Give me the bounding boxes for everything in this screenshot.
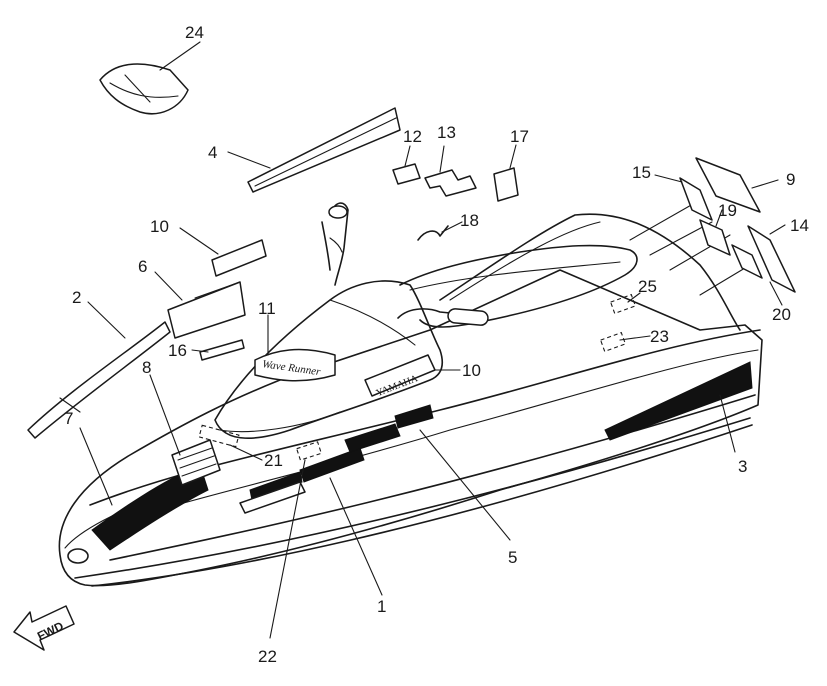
callout-14: 14 (790, 216, 809, 235)
callout-8: 8 (142, 358, 151, 377)
left-handle-grip (328, 205, 348, 219)
callout-9: 9 (786, 170, 795, 189)
callout-5: 5 (508, 548, 517, 567)
decal-7 (91, 464, 209, 551)
callout-13: 13 (437, 123, 456, 142)
hull-decals (91, 361, 753, 551)
callout-21: 21 (264, 451, 283, 470)
callout-4: 4 (208, 143, 217, 162)
callout-24: 23 (650, 327, 669, 346)
decal-3 (604, 361, 753, 441)
callout-18: 18 (460, 211, 479, 230)
callout-3: 3 (738, 457, 747, 476)
right-handle-grip (447, 308, 489, 326)
callout-19: 19 (718, 201, 737, 220)
callout-7: 7 (64, 409, 73, 428)
decal-20 (731, 244, 763, 279)
callout-20: 20 (772, 305, 791, 324)
leader-lines (79, 41, 786, 639)
callout-22: 24 (185, 23, 204, 42)
decal-14 (747, 225, 796, 293)
callout-12: 12 (403, 127, 422, 146)
decal-17 (493, 167, 519, 202)
callout-10-yamaha: 10 (462, 361, 481, 380)
callout-10-top: 10 (150, 217, 169, 236)
callout-2: 2 (72, 288, 81, 307)
callout-16: 16 (168, 341, 187, 360)
decal-2 (27, 321, 171, 439)
decal-11: Wave Runner (254, 348, 336, 382)
part-13 (424, 169, 477, 197)
decal-19 (699, 219, 731, 256)
hull-outline (58, 269, 763, 587)
part-22 (99, 63, 189, 115)
decal-15 (679, 177, 713, 221)
decal-4 (247, 107, 401, 193)
decal-6 (167, 281, 246, 339)
callout-labels: 24 4 10 6 2 11 16 8 7 10 12 13 17 18 15 … (64, 23, 809, 666)
decal-12 (392, 163, 421, 185)
decal-1 (299, 447, 365, 483)
decal-10-top (211, 239, 267, 277)
callout-6: 6 (138, 257, 147, 276)
callout-15: 15 (632, 163, 651, 182)
fwd-direction-arrow: FWD (13, 605, 75, 651)
callout-23: 22 (258, 647, 277, 666)
part-18 (417, 225, 449, 241)
callout-1: 1 (377, 597, 386, 616)
decal-5 (344, 423, 401, 453)
decal-16 (199, 339, 245, 361)
loose-parts: Wave Runner YAMAHA (27, 63, 796, 439)
decal-10-yamaha: YAMAHA (364, 354, 436, 399)
decal-9 (695, 157, 761, 213)
callout-25: 25 (638, 277, 657, 296)
callout-11: 11 (258, 299, 276, 318)
deck-and-seat (214, 199, 746, 439)
callout-17: 17 (510, 127, 529, 146)
